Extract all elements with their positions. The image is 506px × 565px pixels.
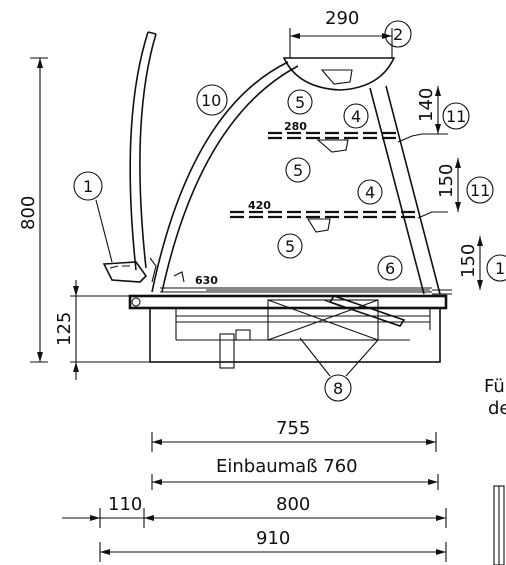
dimension-base-125: 125	[54, 280, 150, 380]
dimension-910: 910	[99, 528, 447, 562]
callout-8: 8	[299, 337, 379, 402]
shelf-1	[268, 131, 448, 153]
svg-text:1: 1	[83, 177, 93, 196]
curved-front-glass	[129, 31, 157, 271]
callout-6: 6	[377, 255, 403, 281]
svg-text:1: 1	[495, 259, 505, 278]
svg-text:10: 10	[201, 91, 221, 110]
svg-text:5: 5	[293, 161, 303, 180]
svg-text:4: 4	[351, 107, 361, 126]
rear-post	[369, 85, 441, 295]
svg-text:5: 5	[295, 93, 305, 112]
right-edge-fragment	[493, 485, 505, 565]
svg-text:110: 110	[108, 494, 142, 515]
dimension-755: 755	[151, 418, 437, 452]
svg-text:755: 755	[276, 418, 310, 439]
callout-5b: 5	[285, 157, 311, 183]
dimension-top-width: 290	[290, 8, 392, 39]
callout-4a: 4	[343, 103, 369, 129]
callout-10: 10	[196, 84, 228, 116]
dimension-install-760: Einbaumaß 760	[151, 456, 439, 490]
dimension-shelf-gap-1: 140	[416, 86, 441, 134]
svg-text:2: 2	[393, 25, 403, 44]
dim-290-label: 290	[325, 8, 359, 29]
shelf-2	[230, 210, 448, 233]
base-depth-630: 630	[195, 274, 218, 287]
side-note-line2: der	[488, 398, 506, 419]
callout-5c: 5	[277, 233, 303, 259]
base-shelf	[160, 287, 452, 295]
svg-text:910: 910	[256, 528, 290, 549]
callout-1: 1	[73, 171, 103, 201]
side-note-line1: Für	[484, 376, 506, 397]
dimension-shelf-gap-3: 150	[458, 236, 483, 290]
svg-text:800: 800	[18, 196, 39, 230]
svg-text:11: 11	[470, 181, 490, 200]
top-canopy	[282, 28, 396, 91]
svg-text:125: 125	[54, 312, 75, 346]
svg-text:140: 140	[416, 88, 437, 122]
svg-text:8: 8	[333, 379, 343, 398]
svg-text:6: 6	[385, 259, 395, 278]
dimension-110-800: 110 800	[62, 494, 447, 528]
callout-11b: 11	[466, 176, 494, 204]
callout-2: 2	[384, 20, 412, 48]
left-bracket	[95, 199, 185, 283]
svg-text:4: 4	[365, 183, 375, 202]
base-frame	[128, 294, 448, 369]
callout-4b: 4	[357, 179, 383, 205]
dimension-height-800: 800	[18, 57, 48, 363]
callout-5a: 5	[287, 89, 313, 115]
callout-11c: 1	[486, 254, 506, 282]
dimension-shelf-gap-2: 150	[436, 158, 461, 212]
curved-arm	[151, 61, 299, 293]
svg-text:Einbaumaß 760: Einbaumaß 760	[216, 456, 358, 477]
svg-text:5: 5	[285, 237, 295, 256]
svg-text:800: 800	[276, 494, 310, 515]
svg-text:11: 11	[446, 107, 466, 126]
svg-text:150: 150	[436, 164, 457, 198]
svg-text:150: 150	[458, 244, 479, 278]
shelf-depth-420: 420	[248, 199, 271, 212]
shelf-depth-280: 280	[284, 120, 307, 133]
callout-11a: 11	[442, 102, 470, 130]
